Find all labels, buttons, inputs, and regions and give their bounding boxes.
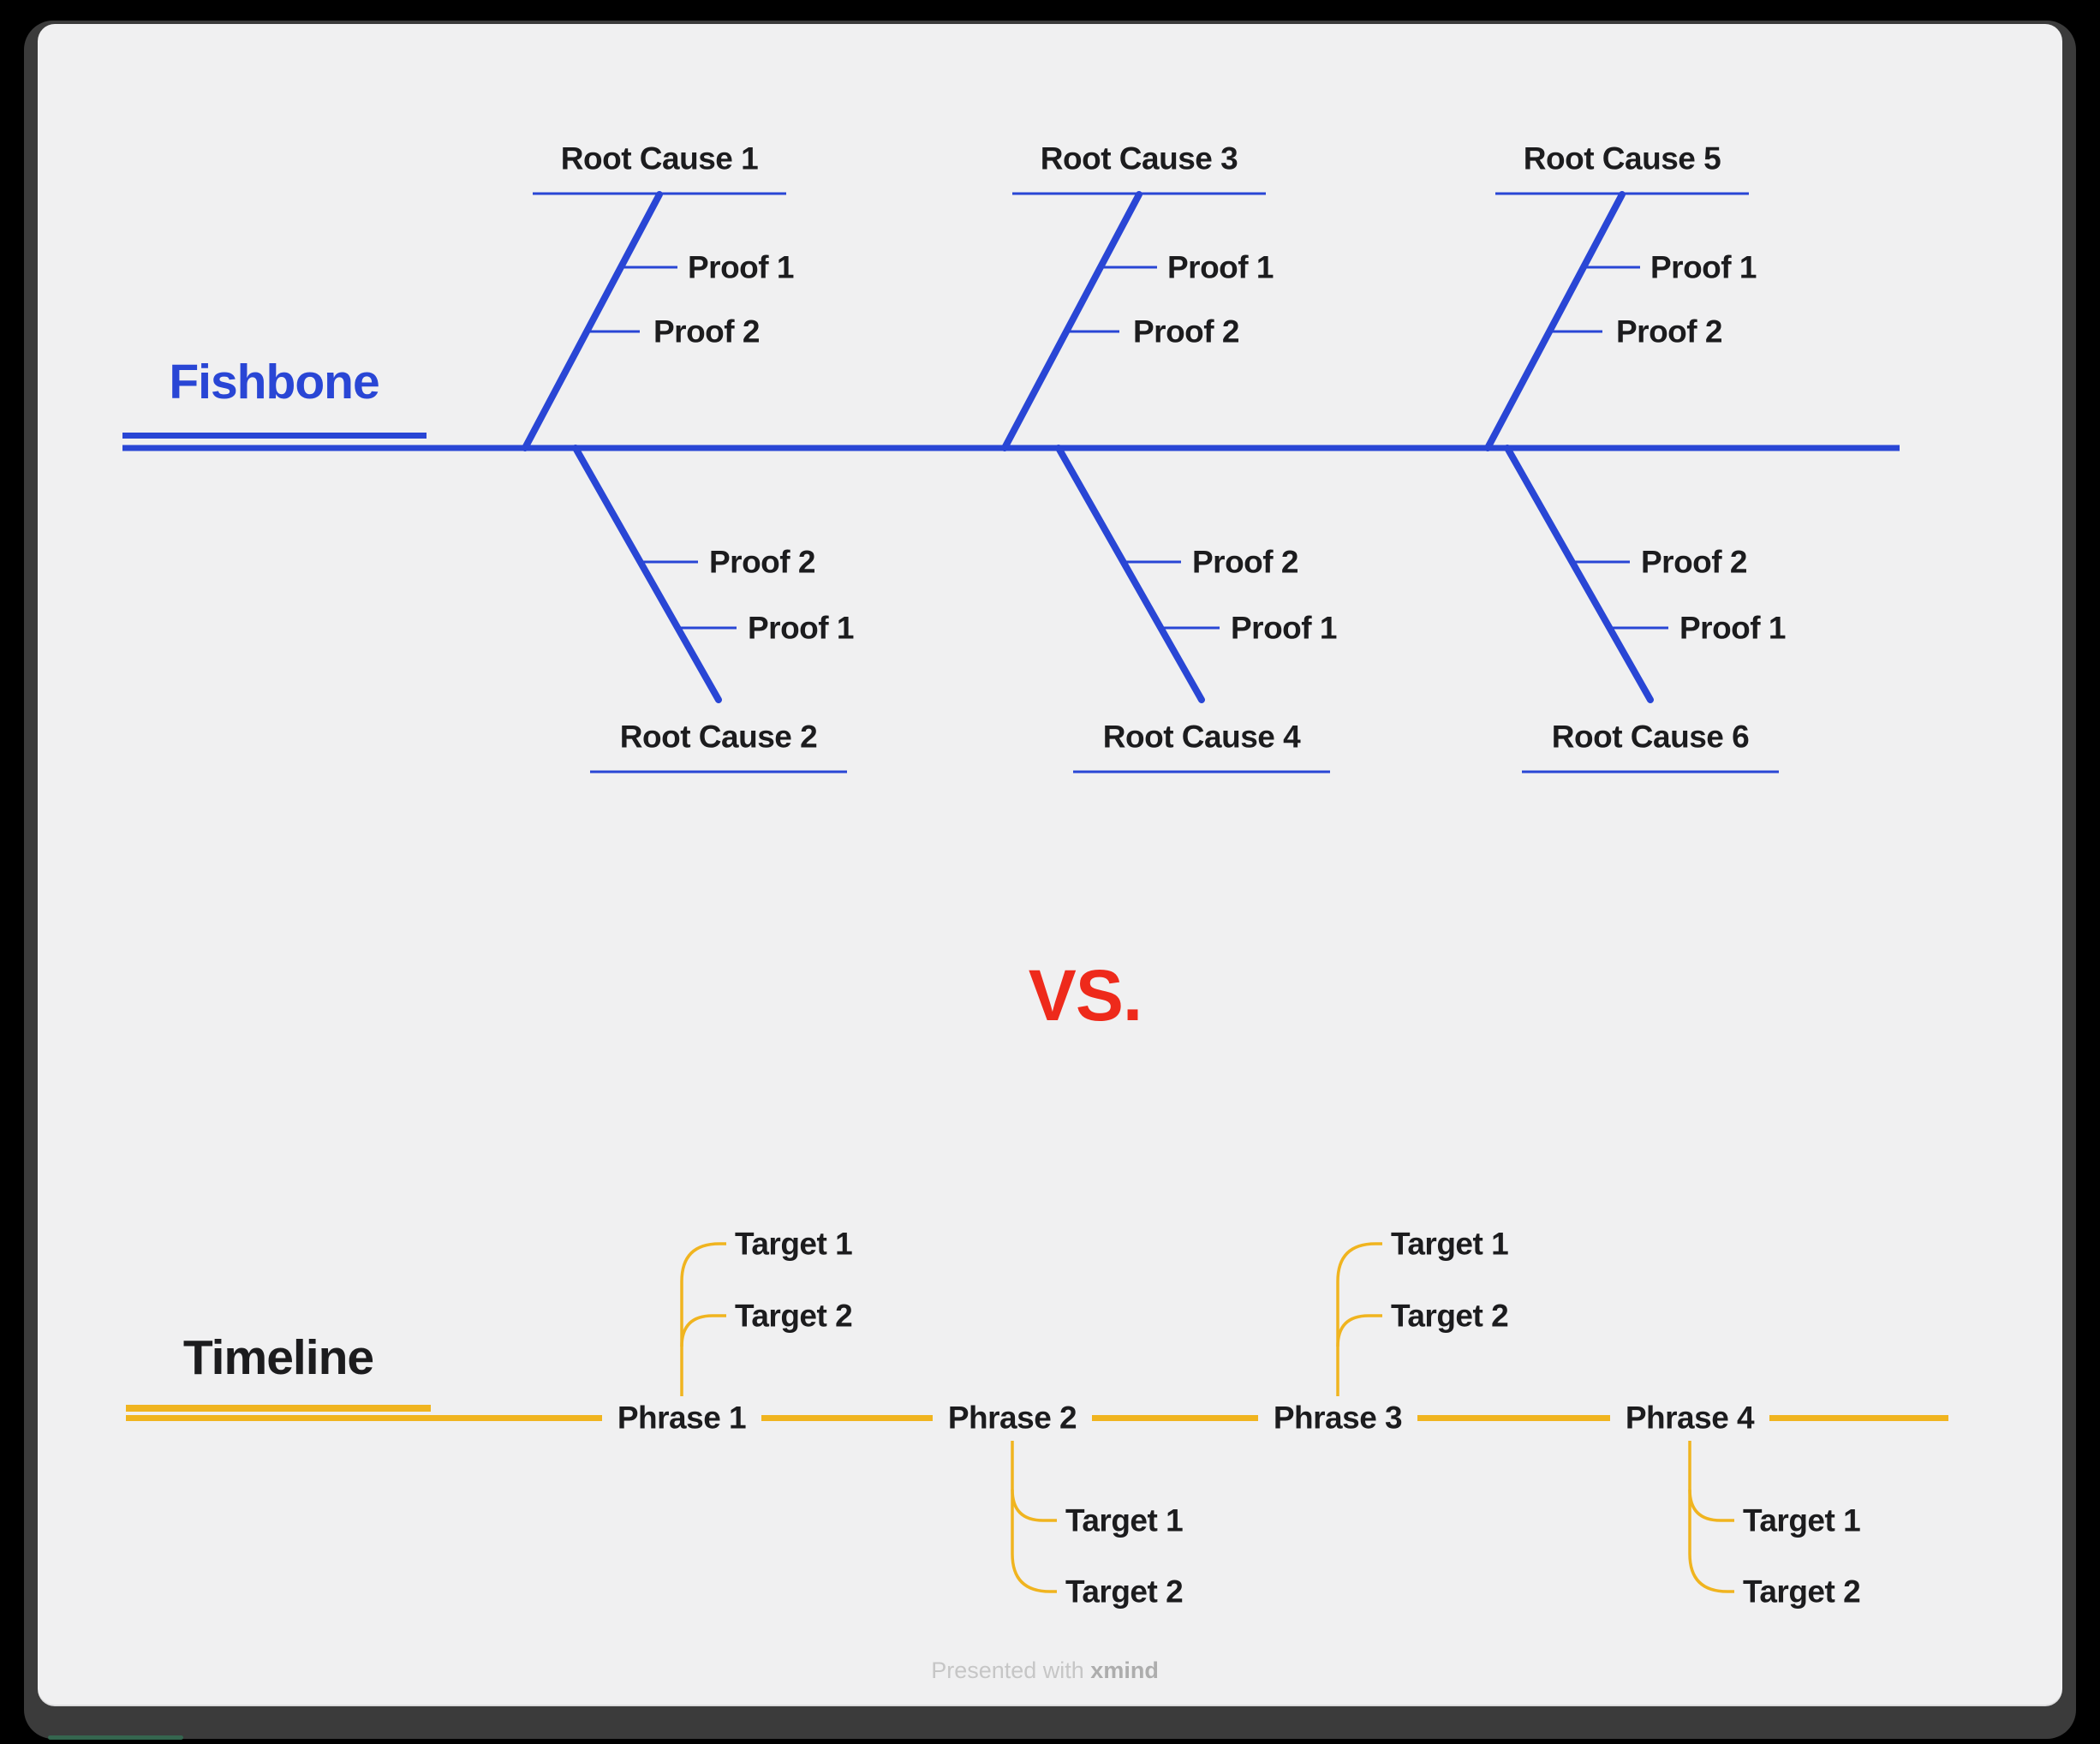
root-cause-label: Root Cause 3: [1041, 141, 1238, 176]
root-cause-label: Root Cause 2: [620, 720, 817, 755]
bone-line-top-3: [1484, 191, 1626, 451]
proof-label: Proof 2: [709, 545, 815, 580]
vs-label: VS.: [1029, 955, 1142, 1036]
proof-label: Proof 1: [1231, 611, 1337, 646]
target-label: Target 1: [1065, 1503, 1183, 1538]
bone-line-bottom-3: [1504, 445, 1654, 703]
target-branch: [1011, 1489, 1057, 1522]
proof-label: Proof 1: [1650, 250, 1757, 285]
timeline-lines: [126, 1242, 1948, 1593]
bone-line-bottom-2: [1055, 445, 1205, 703]
bone-line-top-1: [522, 191, 663, 451]
target-branch: [680, 1314, 726, 1347]
proof-label: Proof 1: [748, 611, 854, 646]
root-cause-label: Root Cause 1: [561, 141, 758, 176]
footer-text: Presented with xmind: [931, 1657, 1159, 1683]
target-branch: [1011, 1441, 1057, 1593]
footer-prefix: Presented with: [931, 1657, 1090, 1683]
proof-label: Proof 1: [688, 250, 794, 285]
bottom-accent-line: [48, 1735, 183, 1740]
proof-label: Proof 2: [1616, 314, 1722, 349]
target-label: Target 2: [735, 1299, 852, 1334]
target-branch: [1688, 1441, 1734, 1593]
proof-label: Proof 1: [1679, 611, 1786, 646]
fishbone-diagram: Fishbone: [122, 141, 1900, 773]
timeline-title: Timeline: [183, 1330, 373, 1385]
proof-label: Proof 2: [1641, 545, 1747, 580]
root-cause-label: Root Cause 6: [1552, 720, 1749, 755]
content-card: [38, 24, 2062, 1706]
target-label: Target 1: [1743, 1503, 1860, 1538]
bone-line-top-2: [1001, 191, 1142, 451]
fishbone-lines: [122, 191, 1900, 773]
bone-line-bottom-1: [572, 445, 722, 703]
phrase-label: Phrase 4: [1626, 1401, 1755, 1436]
target-branch: [680, 1242, 726, 1396]
fishbone-title: Fishbone: [169, 355, 379, 409]
target-label: Target 2: [1743, 1574, 1860, 1610]
proof-label: Proof 1: [1167, 250, 1274, 285]
target-label: Target 1: [735, 1227, 852, 1262]
target-branch: [1336, 1314, 1382, 1347]
proof-label: Proof 2: [1192, 545, 1298, 580]
target-branch: [1336, 1242, 1382, 1396]
phrase-label: Phrase 1: [617, 1401, 746, 1436]
timeline-diagram: Timeline Phrase 1 Phrase 2: [126, 1227, 1948, 1610]
target-branch: [1688, 1489, 1734, 1522]
phrase-label: Phrase 2: [948, 1401, 1077, 1436]
target-label: Target 2: [1065, 1574, 1183, 1610]
root-cause-label: Root Cause 4: [1103, 720, 1301, 755]
target-label: Target 1: [1391, 1227, 1508, 1262]
target-label: Target 2: [1391, 1299, 1508, 1334]
proof-label: Proof 2: [1133, 314, 1239, 349]
proof-label: Proof 2: [653, 314, 760, 349]
phrase-label: Phrase 3: [1274, 1401, 1402, 1436]
footer-brand-xmind: xmind: [1090, 1657, 1159, 1683]
root-cause-label: Root Cause 5: [1524, 141, 1721, 176]
